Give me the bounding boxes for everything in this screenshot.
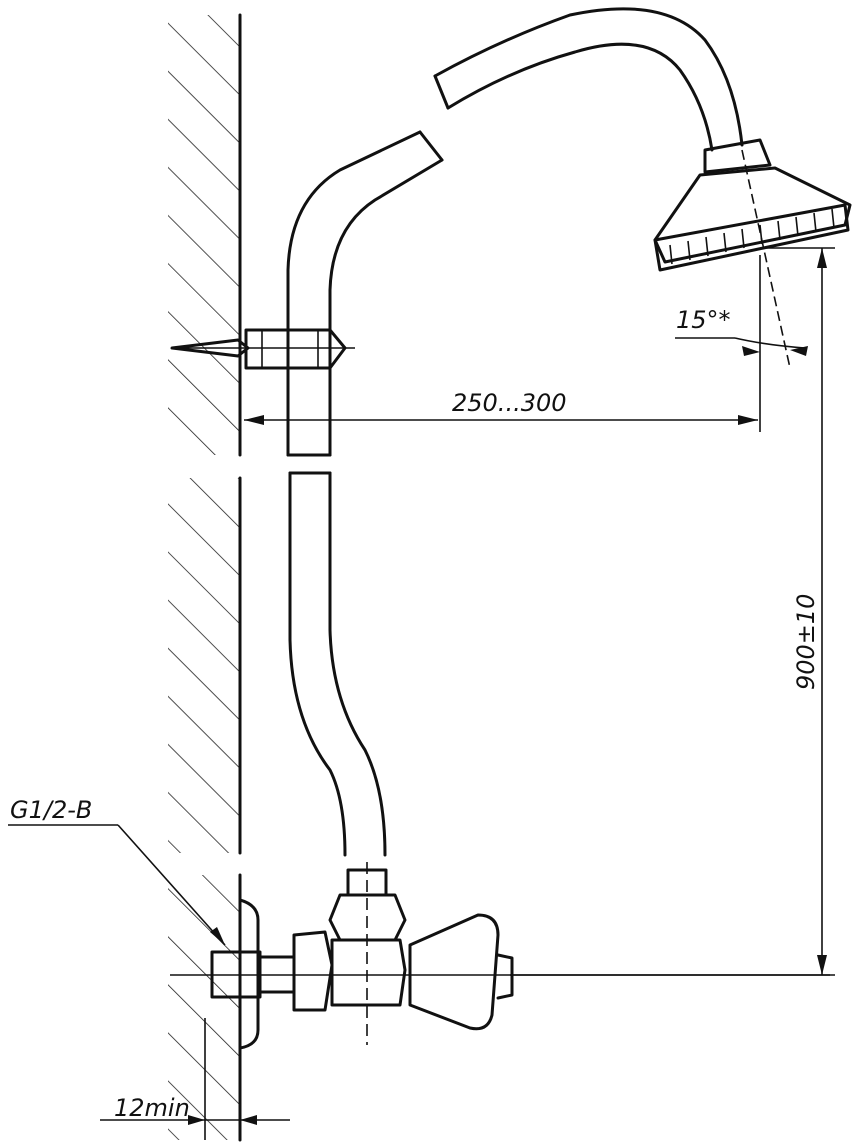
dimension-angle xyxy=(675,337,808,356)
thread-leader xyxy=(8,824,226,946)
valve-assembly xyxy=(170,862,830,1050)
label-thread: G1/2-B xyxy=(10,796,92,824)
upper-pipe xyxy=(286,130,444,457)
dimension-900 xyxy=(510,247,835,976)
label-horizontal-reach: 250...300 xyxy=(452,389,567,417)
shower-arm xyxy=(433,7,744,152)
lower-pipe xyxy=(288,471,387,857)
dimension-12min xyxy=(100,1018,290,1140)
shower-head xyxy=(653,138,852,432)
label-clearance: 12min xyxy=(114,1094,190,1122)
wall-bracket xyxy=(170,328,355,370)
label-spray-angle: 15°* xyxy=(676,306,731,334)
label-height: 900±10 xyxy=(792,594,820,690)
dimension-250-300 xyxy=(244,415,758,425)
wall-section xyxy=(168,13,242,1142)
